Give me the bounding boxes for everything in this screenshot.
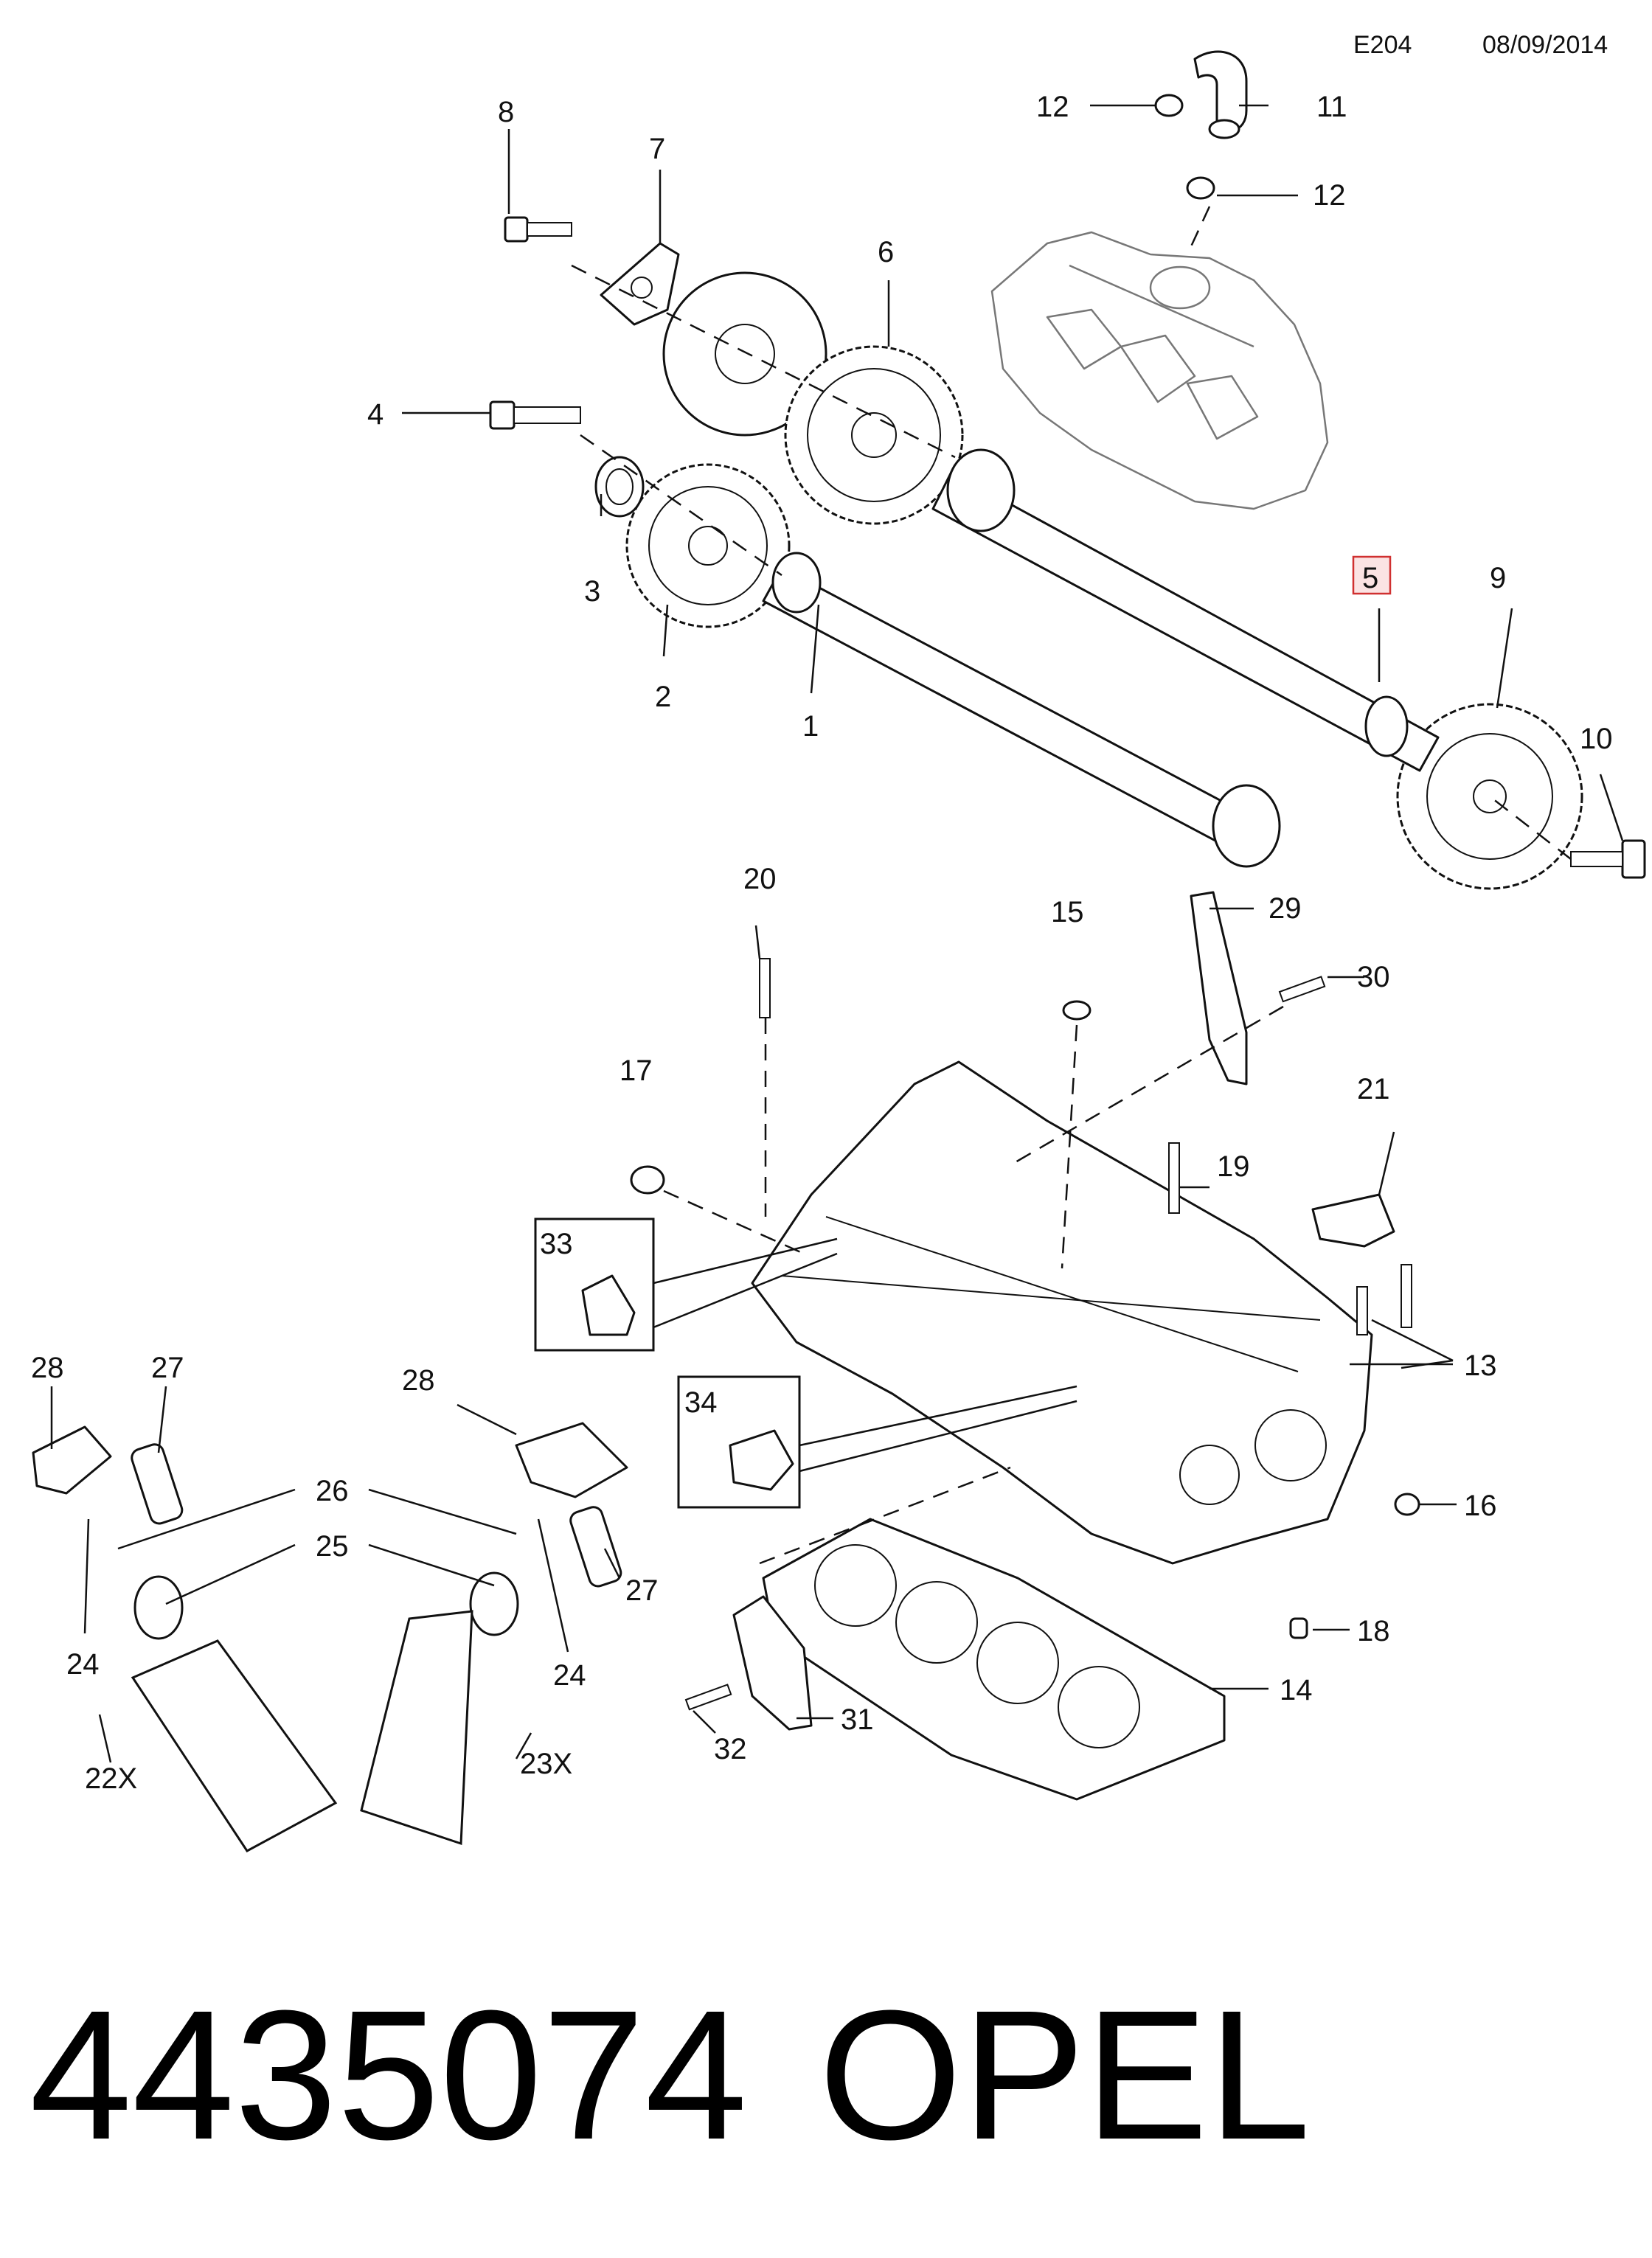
callout-labels: 8 7 12 11 12 6 4 3 5 9 2 1 10 20 15 29 3…: [31, 91, 1613, 1795]
callout-26: 26: [316, 1475, 349, 1507]
diagram-date: 08/09/2014: [1482, 31, 1608, 59]
callout-3: 3: [584, 575, 600, 608]
head-gasket-part: [762, 1518, 1226, 1801]
gear-part: [625, 345, 1583, 890]
intake-manifold-part: [990, 231, 1329, 510]
callout-23x: 23X: [520, 1748, 572, 1780]
camshaft-part: [762, 552, 1281, 868]
part-number: 4435074: [30, 1972, 747, 2178]
callout-30: 30: [1357, 961, 1390, 993]
callout-31: 31: [841, 1703, 874, 1736]
callout-20: 20: [743, 863, 777, 895]
callout-4: 4: [367, 398, 384, 431]
callout-24: 24: [66, 1648, 100, 1681]
callout-10: 10: [1580, 723, 1613, 755]
callout-28: 28: [402, 1364, 435, 1397]
callout-13: 13: [1464, 1349, 1497, 1382]
callout-18: 18: [1357, 1615, 1390, 1647]
leader-lines: [50, 104, 1624, 1763]
detail-cap-part: [729, 1429, 794, 1491]
callout-32: 32: [714, 1733, 747, 1765]
callout-12: 12: [1313, 179, 1346, 212]
callout-29: 29: [1268, 892, 1302, 925]
plug-part: [630, 1000, 1420, 1639]
callout-33: 33: [540, 1228, 573, 1260]
cylinder-head-part: [751, 1060, 1373, 1565]
callout-22x: 22X: [85, 1762, 137, 1795]
valve-kit-box: [131, 1610, 473, 1852]
callout-7: 7: [649, 133, 665, 165]
callout-1: 1: [802, 710, 819, 743]
breather-hose-part: [1193, 50, 1248, 139]
valve-spring-part: [133, 1571, 519, 1640]
hose-clamp-part: [1154, 94, 1215, 200]
dashed-alignment-lines: [571, 206, 1572, 1565]
callout-21: 21: [1357, 1073, 1390, 1105]
callout-2: 2: [655, 681, 671, 713]
callout-24: 24: [553, 1659, 586, 1692]
callout-12: 12: [1036, 91, 1069, 123]
bolt-part: [684, 958, 1412, 1711]
bolt-part: [489, 216, 1646, 879]
hydraulic-lifter-part: [131, 1443, 622, 1588]
callout-14: 14: [1280, 1674, 1313, 1706]
callout-28: 28: [31, 1352, 64, 1384]
diagram-code: E204: [1353, 31, 1412, 59]
callout-27: 27: [151, 1352, 184, 1384]
callout-25: 25: [316, 1530, 349, 1563]
highlight-box: [1352, 555, 1392, 595]
sensor-wheel-part: [662, 271, 827, 437]
seal-ring-part: [594, 456, 645, 518]
callout-19: 19: [1217, 1150, 1250, 1183]
bracket-part: [732, 891, 1395, 1731]
callout-8: 8: [498, 96, 514, 128]
callout-27: 27: [625, 1574, 659, 1607]
camshaft-part: [931, 448, 1440, 772]
callout-15: 15: [1051, 896, 1084, 928]
callout-17: 17: [620, 1055, 653, 1087]
callout-6: 6: [878, 236, 894, 268]
callout-34: 34: [684, 1386, 718, 1419]
callout-16: 16: [1464, 1490, 1497, 1522]
detail-seal-part: [581, 1274, 636, 1336]
bracket-plate-part: [600, 242, 680, 326]
callout-9: 9: [1490, 562, 1506, 594]
brand-name: OPEL: [819, 1972, 1311, 2178]
callout-5: 5: [1362, 562, 1378, 594]
callout-11: 11: [1316, 91, 1347, 123]
